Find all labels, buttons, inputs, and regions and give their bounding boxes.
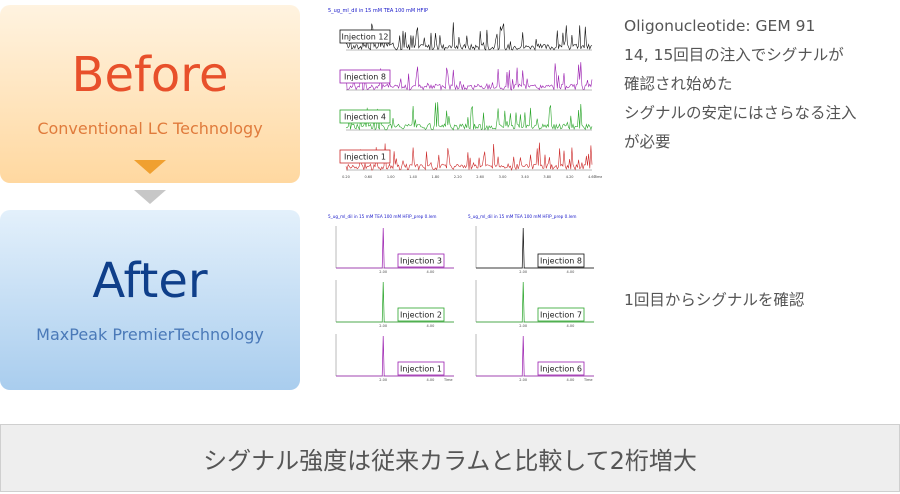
chart-header: 5_ug_ml_dil in 15 mM TEA 100 mM HFIP_pre… bbox=[468, 214, 576, 219]
injection-label-box bbox=[339, 29, 391, 44]
before-title: Before bbox=[71, 46, 229, 103]
trace-line bbox=[345, 22, 593, 51]
chart-header: 5_ug_ml_dil in 15 mM TEA 100 mM HFIP_pre… bbox=[328, 214, 436, 219]
injection-label-box bbox=[537, 361, 585, 376]
tick-label: 2.00 bbox=[519, 270, 527, 274]
footer-banner: シグナル強度は従来カラムと比較して2桁増大 bbox=[0, 424, 900, 492]
tick-label: 4.60 bbox=[588, 175, 596, 179]
tick-label: 2.00 bbox=[379, 270, 387, 274]
injection-label-box bbox=[339, 149, 391, 164]
injection-label-box bbox=[397, 307, 445, 322]
injection-label: Injection 1 bbox=[400, 365, 442, 374]
axis-title: Time bbox=[583, 378, 593, 382]
injection-label: Injection 1 bbox=[344, 153, 386, 162]
before-card: Before Conventional LC Technology bbox=[0, 5, 300, 183]
after-chromatogram-right: 5_ug_ml_dil in 15 mM TEA 100 mM HFIP_pre… bbox=[468, 214, 594, 382]
tick-label: 0.20 bbox=[342, 175, 350, 179]
injection-label: Injection 8 bbox=[344, 73, 386, 82]
injection-label: Injection 12 bbox=[341, 33, 388, 42]
before-chromatogram: 5_ug_ml_dil in 15 mM TEA 100 mM HFIP Inje… bbox=[328, 8, 602, 179]
injection-label-box bbox=[397, 253, 445, 268]
trace-line bbox=[345, 102, 593, 131]
injection-label: Injection 6 bbox=[540, 365, 582, 374]
injection-label-box bbox=[339, 109, 391, 124]
tick-label: 1.00 bbox=[387, 175, 395, 179]
injection-label: Injection 8 bbox=[540, 257, 582, 266]
note-line: 14, 15回目の注入でシグナルが bbox=[624, 46, 844, 64]
chart-header: 5_ug_ml_dil in 15 mM TEA 100 mM HFIP bbox=[328, 8, 428, 14]
arrow-down-icon bbox=[134, 190, 166, 204]
axis-title: Time bbox=[443, 378, 453, 382]
trace-line bbox=[345, 62, 593, 91]
after-card: After MaxPeak PremierTechnology bbox=[0, 210, 300, 390]
footer-text: シグナル強度は従来カラムと比較して2桁増大 bbox=[203, 446, 697, 475]
after-title: After bbox=[92, 252, 208, 309]
trace-line bbox=[336, 335, 454, 377]
after-note: 1回目からシグナルを確認 bbox=[624, 291, 805, 309]
injection-label-box bbox=[537, 307, 585, 322]
before-note: Oligonucleotide: GEM 91 14, 15回目の注入でシグナル… bbox=[624, 12, 857, 157]
trace-line bbox=[336, 227, 454, 269]
tick-label: 2.20 bbox=[454, 175, 462, 179]
tick-label: 2.00 bbox=[519, 378, 527, 382]
trace-line bbox=[476, 335, 594, 377]
tick-label: 3.00 bbox=[499, 175, 507, 179]
tick-label: 4.00 bbox=[427, 378, 435, 382]
trace-line bbox=[476, 227, 594, 269]
tick-label: 2.00 bbox=[379, 378, 387, 382]
injection-label: Injection 3 bbox=[400, 257, 442, 266]
injection-label: Injection 4 bbox=[344, 113, 386, 122]
tick-label: 2.00 bbox=[379, 324, 387, 328]
injection-label-box bbox=[537, 253, 585, 268]
tick-label: 3.80 bbox=[543, 175, 551, 179]
tick-label: 3.40 bbox=[521, 175, 529, 179]
trace-line bbox=[476, 281, 594, 323]
tick-label: 1.40 bbox=[409, 175, 417, 179]
tick-label: 1.80 bbox=[432, 175, 440, 179]
after-chromatogram-left: 5_ug_ml_dil in 15 mM TEA 100 mM HFIP_pre… bbox=[328, 214, 454, 382]
tick-label: 4.00 bbox=[567, 378, 575, 382]
after-subtitle: MaxPeak PremierTechnology bbox=[36, 324, 264, 344]
tick-label: 4.00 bbox=[427, 324, 435, 328]
note-line: 確認され始めた bbox=[624, 75, 733, 93]
arrow-down-icon bbox=[134, 160, 166, 174]
tick-label: 4.00 bbox=[567, 270, 575, 274]
trace-line bbox=[336, 281, 454, 323]
analyte-label: Oligonucleotide: GEM 91 bbox=[624, 17, 816, 35]
injection-label-box bbox=[339, 69, 391, 84]
tick-label: 4.00 bbox=[567, 324, 575, 328]
tick-label: 0.60 bbox=[364, 175, 372, 179]
injection-label: Injection 7 bbox=[540, 311, 582, 320]
tick-label: 2.00 bbox=[519, 324, 527, 328]
injection-label: Injection 2 bbox=[400, 311, 442, 320]
note-line: が必要 bbox=[624, 133, 671, 151]
tick-label: 4.20 bbox=[566, 175, 574, 179]
trace-line bbox=[345, 142, 593, 171]
note-line: シグナルの安定にはさらなる注入 bbox=[624, 104, 857, 122]
tick-label: 4.00 bbox=[427, 270, 435, 274]
axis-title: Time bbox=[593, 175, 602, 179]
before-subtitle: Conventional LC Technology bbox=[37, 118, 263, 138]
injection-label-box bbox=[397, 361, 445, 376]
tick-label: 2.60 bbox=[476, 175, 484, 179]
